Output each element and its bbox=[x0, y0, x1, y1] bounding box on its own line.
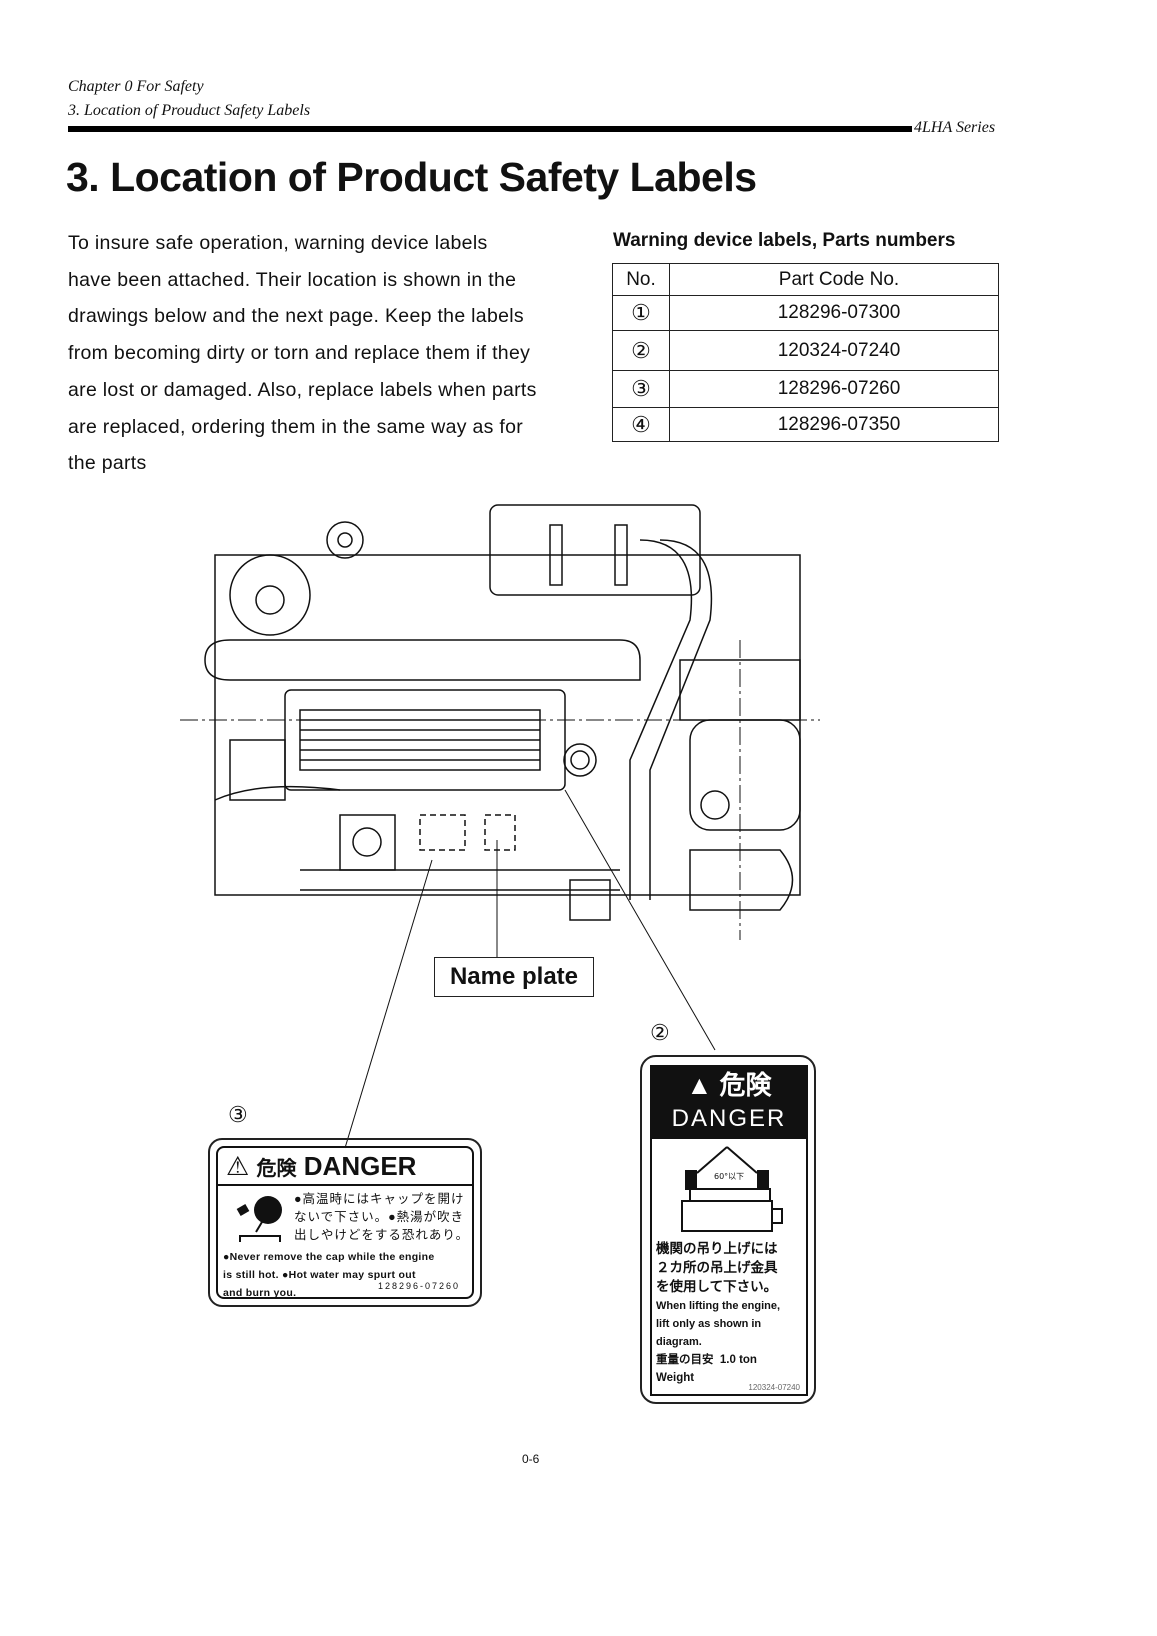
column-header-no: No. bbox=[612, 263, 670, 296]
weight-en: Weight bbox=[656, 1372, 695, 1384]
leader-lines bbox=[344, 789, 716, 1149]
series-label: 4LHA Series bbox=[914, 119, 996, 136]
weight-info: 重量の目安 1.0 ton Weight bbox=[656, 1351, 757, 1387]
warning-triangle-icon: ⚠ bbox=[226, 1151, 250, 1181]
intro-line: are replaced, ordering them in the same … bbox=[68, 415, 524, 438]
intro-line: from becoming dirty or torn and replace … bbox=[68, 342, 531, 365]
en-line: When lifting the engine, bbox=[656, 1300, 781, 1312]
row-no: ③ bbox=[612, 370, 670, 408]
table-row: ③ 128296-07260 bbox=[612, 370, 999, 408]
en-line: is still hot. ●Hot water may spurt out bbox=[223, 1269, 416, 1281]
header-jp: 危険 bbox=[719, 1070, 772, 1100]
row-code: 128296-07350 bbox=[669, 407, 999, 442]
label-text-en: When lifting the engine, lift only as sh… bbox=[656, 1297, 780, 1351]
intro-line: are lost or damaged. Also, replace label… bbox=[68, 378, 537, 401]
engine-outline bbox=[180, 504, 820, 940]
label-part-number: 128296-07260 bbox=[377, 1281, 460, 1291]
en-line: and burn you. bbox=[223, 1287, 297, 1299]
chapter-header: Chapter 0 For Safety bbox=[68, 78, 204, 95]
row-code: 120324-07240 bbox=[669, 330, 999, 371]
callout-3: ③ bbox=[228, 1102, 248, 1127]
danger-label-2: ▲ 危険 DANGER 60°以下 機関の吊り上げには ２カ所の吊上げ金具 を使… bbox=[640, 1055, 816, 1404]
intro-line: drawings below and the next page. Keep t… bbox=[68, 305, 524, 328]
table-row: ② 120324-07240 bbox=[612, 330, 999, 371]
parts-table-heading: Warning device labels, Parts numbers bbox=[613, 230, 956, 251]
intro-line: the parts bbox=[68, 452, 147, 475]
header-jp: 危険 bbox=[256, 1158, 297, 1180]
intro-paragraph: To insure safe operation, warning device… bbox=[68, 225, 558, 482]
jp-line: 出しやけどをする恐れあり。 bbox=[294, 1228, 470, 1242]
label-header: ▲ 危険 DANGER bbox=[652, 1067, 806, 1139]
weight-value: 1.0 ton bbox=[719, 1354, 757, 1366]
callout-2: ② bbox=[650, 1020, 670, 1045]
row-no: ① bbox=[612, 295, 670, 331]
label-text-jp: 機関の吊り上げには ２カ所の吊上げ金具 を使用して下さい。 bbox=[656, 1239, 778, 1296]
jp-line: を使用して下さい。 bbox=[656, 1279, 778, 1294]
row-no: ② bbox=[612, 330, 670, 371]
angle-text: 60°以下 bbox=[714, 1172, 744, 1181]
header-rule bbox=[68, 126, 912, 132]
intro-line: have been attached. Their location is sh… bbox=[68, 268, 517, 291]
intro-line: To insure safe operation, warning device… bbox=[68, 232, 488, 254]
radiator-cap-icon bbox=[236, 1196, 282, 1242]
header-en: DANGER bbox=[303, 1151, 417, 1181]
page-number: 0-6 bbox=[522, 1452, 540, 1466]
page-title: 3. Location of Product Safety Labels bbox=[66, 154, 757, 200]
label-text-en: ●Never remove the cap while the engine i… bbox=[223, 1248, 434, 1302]
label-header: ⚠ 危険 DANGER bbox=[218, 1148, 472, 1186]
section-header: 3. Location of Prouduct Safety Labels bbox=[68, 102, 311, 119]
header-en: DANGER bbox=[671, 1105, 787, 1132]
warning-triangle-icon: ▲ bbox=[686, 1070, 713, 1100]
label-part-number: 120324-07240 bbox=[748, 1383, 800, 1392]
label-text-jp: ●高温時にはキャップを開け ないで下さい。●熱湯が吹き 出しやけどをする恐れあり… bbox=[294, 1190, 469, 1244]
table-header-row: No. Part Code No. bbox=[612, 263, 999, 296]
danger-label-3: ⚠ 危険 DANGER ●高温時にはキャップを開け ないで下さい。●熱湯が吹き … bbox=[208, 1138, 482, 1307]
row-code: 128296-07260 bbox=[669, 370, 999, 408]
en-line: ●Never remove the cap while the engine bbox=[223, 1251, 435, 1263]
row-no: ④ bbox=[612, 407, 670, 442]
parts-table: No. Part Code No. ① 128296-07300 ② 12032… bbox=[612, 263, 999, 442]
jp-line: ●高温時にはキャップを開け bbox=[294, 1192, 465, 1206]
table-row: ④ 128296-07350 bbox=[612, 407, 999, 442]
jp-line: 機関の吊り上げには bbox=[656, 1241, 778, 1256]
table-row: ① 128296-07300 bbox=[612, 295, 999, 331]
engine-lifting-icon: 60°以下 bbox=[681, 1146, 783, 1232]
jp-line: ２カ所の吊上げ金具 bbox=[656, 1260, 778, 1275]
column-header-code: Part Code No. bbox=[669, 263, 999, 296]
name-plate-callout: Name plate bbox=[434, 957, 594, 997]
en-line: diagram. bbox=[656, 1336, 702, 1348]
en-line: lift only as shown in bbox=[656, 1318, 762, 1330]
weight-jp: 重量の目安 bbox=[656, 1354, 714, 1366]
jp-line: ないで下さい。●熱湯が吹き bbox=[294, 1210, 465, 1224]
row-code: 128296-07300 bbox=[669, 295, 999, 331]
